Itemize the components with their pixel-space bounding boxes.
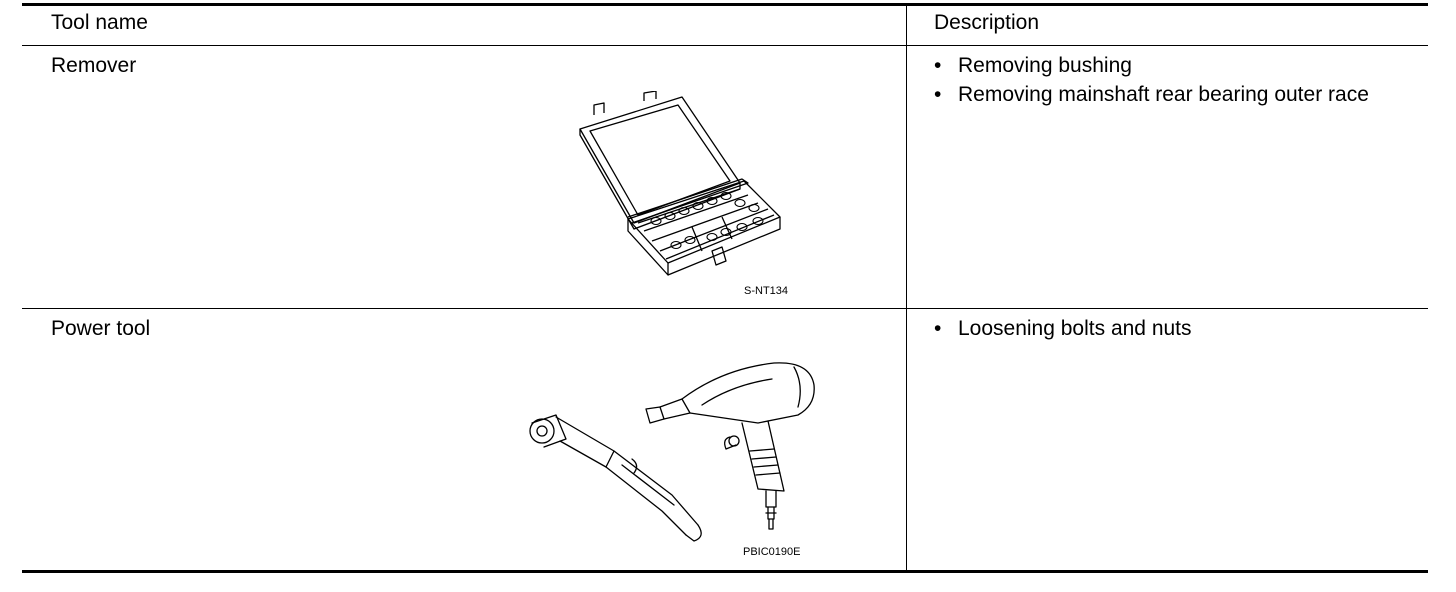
air-tools-icon — [529, 362, 815, 542]
row1-tool-name: Remover — [51, 54, 137, 77]
row2-tool-name: Power tool — [51, 317, 151, 340]
header-divider — [22, 45, 1428, 46]
list-item: •Loosening bolts and nuts — [934, 317, 1192, 340]
row1-description-list: •Removing bushing •Removing mainshaft re… — [934, 51, 1394, 109]
image-code-pbic0190e: PBIC0190E — [743, 546, 801, 558]
table-top-rule — [22, 3, 1428, 6]
list-item: •Removing mainshaft rear bearing outer r… — [934, 83, 1369, 106]
row-divider — [22, 308, 1428, 309]
row2-description-list: •Loosening bolts and nuts — [934, 314, 1394, 343]
list-item: •Removing bushing — [934, 54, 1132, 77]
tool-case-icon — [579, 91, 781, 276]
column-divider — [906, 6, 907, 570]
special-tools-table: Tool name Description Remover — [22, 3, 1428, 573]
table-bottom-rule — [22, 570, 1428, 573]
image-code-s-nt134: S-NT134 — [744, 285, 789, 297]
header-description: Description — [934, 11, 1040, 34]
header-tool-name: Tool name — [51, 11, 148, 34]
